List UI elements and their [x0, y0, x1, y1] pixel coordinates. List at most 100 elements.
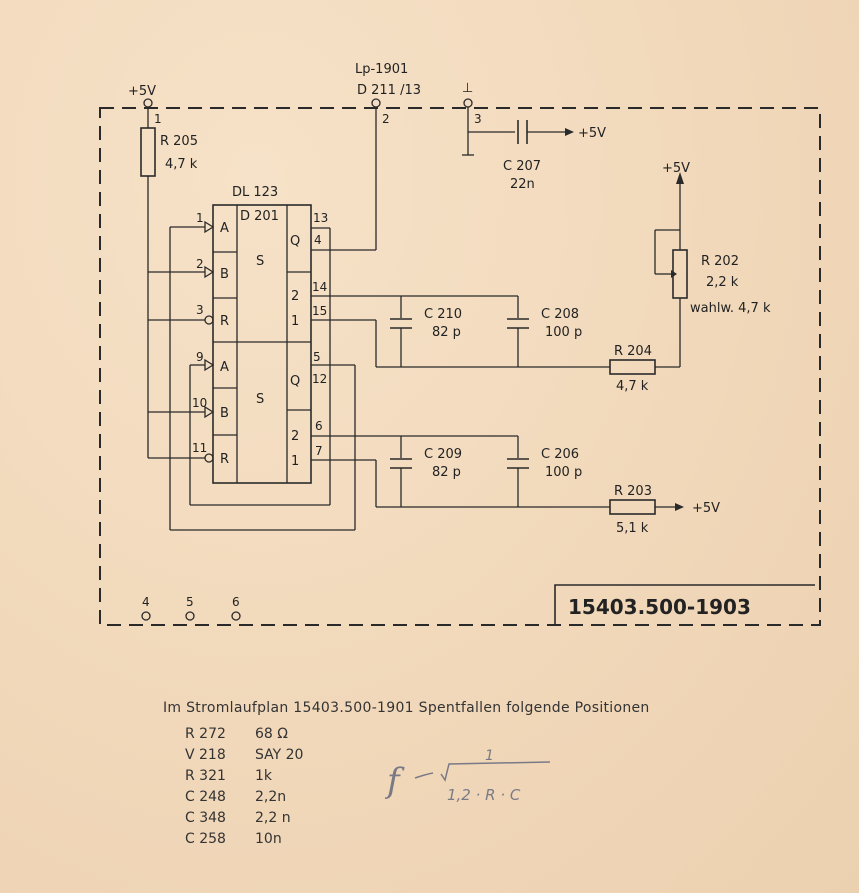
label-pin-6: 6 [315, 419, 323, 433]
item-value: 2,2 n [255, 810, 291, 826]
item-ref: C 248 [185, 789, 226, 805]
list-item: R 272 68 Ω [185, 726, 288, 746]
label-d211: D 211 /13 [357, 83, 421, 98]
label-pin-5: 5 [313, 350, 321, 364]
item-ref: R 272 [185, 726, 226, 742]
ic-d201 [212, 204, 312, 484]
list-item: C 248 2,2n [185, 789, 286, 809]
label-pin5-bottom: 5 [186, 595, 194, 609]
r203-resistor [609, 499, 656, 515]
handwritten-formula: f 1 1,2 · R · C [385, 748, 551, 804]
terminal-lp1901 [371, 98, 381, 108]
label-a-bottom: A [220, 360, 229, 375]
label-c206-value: 100 p [545, 465, 582, 480]
label-b-top: B [220, 267, 229, 282]
label-r202: R 202 [701, 254, 739, 269]
label-c207-value: 22n [510, 177, 535, 192]
label-lp1901: Lp-1901 [355, 62, 408, 77]
label-pin-11: 11 [192, 441, 207, 455]
label-box1-top: 1 [291, 314, 299, 329]
label-r203: R 203 [614, 484, 652, 499]
label-a-top: A [220, 221, 229, 236]
label-ground: ⊥ [462, 81, 473, 96]
label-c209: C 209 [424, 447, 462, 462]
item-ref: C 348 [185, 810, 226, 826]
label-r202-alternative: wahlw. 4,7 k [690, 301, 771, 316]
terminal-4 [141, 611, 151, 621]
label-pin3-top: 3 [474, 112, 482, 126]
list-item: C 258 10n [185, 831, 282, 851]
label-s-top: S [256, 254, 264, 269]
list-item: V 218 SAY 20 [185, 747, 303, 767]
label-vcc-c207: +5V [578, 126, 606, 141]
label-vcc-r202: +5V [662, 161, 690, 176]
label-pin-9: 9 [196, 350, 204, 364]
label-box2-top: 2 [291, 289, 299, 304]
label-r204: R 204 [614, 344, 652, 359]
label-box1-bottom: 1 [291, 454, 299, 469]
title-block [554, 584, 815, 625]
item-ref: C 258 [185, 831, 226, 847]
label-r204-value: 4,7 k [616, 379, 649, 394]
terminal-vcc-left [143, 98, 153, 108]
terminal-6 [231, 611, 241, 621]
label-vcc-r203: +5V [692, 501, 720, 516]
label-r202-value: 2,2 k [706, 275, 739, 290]
label-pin-2: 2 [196, 257, 204, 271]
terminal-ground [463, 98, 473, 108]
item-ref: V 218 [185, 747, 226, 763]
formula-numerator: 1 [485, 748, 494, 764]
label-c209-value: 82 p [432, 465, 461, 480]
label-r-top: R [220, 314, 229, 329]
label-pin1-top: 1 [154, 112, 162, 126]
label-r-bottom: R [220, 452, 229, 467]
drawing-number: 15403.500-1903 [568, 595, 751, 619]
label-c206: C 206 [541, 447, 579, 462]
label-r205-value: 4,7 k [165, 157, 198, 172]
item-value: 2,2n [255, 789, 287, 805]
label-pin6-bottom: 6 [232, 595, 240, 609]
label-r205: R 205 [160, 134, 198, 149]
list-item: C 348 2,2 n [185, 810, 291, 830]
label-pin2-top: 2 [382, 112, 390, 126]
label-pin-3: 3 [196, 303, 204, 317]
label-pin4-bottom: 4 [142, 595, 150, 609]
r205-resistor [140, 127, 156, 177]
label-d201: D 201 [240, 209, 279, 224]
label-dl123: DL 123 [232, 185, 278, 200]
r204-resistor [609, 359, 656, 375]
item-ref: R 321 [185, 768, 226, 784]
formula-denominator: 1,2 · R · C [447, 786, 521, 804]
label-pin-13: 13 [313, 211, 328, 225]
label-box2-bottom: 2 [291, 429, 299, 444]
label-q-bottom: Q [290, 374, 300, 389]
formula-lhs: f [385, 761, 405, 801]
label-c208-value: 100 p [545, 325, 582, 340]
item-value: 1k [255, 768, 273, 784]
label-pin-4: 4 [314, 233, 322, 247]
module-border [99, 107, 821, 626]
label-pin-14: 14 [312, 280, 327, 294]
label-pin-1: 1 [196, 211, 204, 225]
terminal-5 [185, 611, 195, 621]
label-b-bottom: B [220, 406, 229, 421]
label-pin-10: 10 [192, 396, 207, 410]
label-c207: C 207 [503, 159, 541, 174]
label-c210: C 210 [424, 307, 462, 322]
label-r203-value: 5,1 k [616, 521, 649, 536]
label-c208: C 208 [541, 307, 579, 322]
list-item: R 321 1k [185, 768, 272, 788]
label-q-top: Q [290, 234, 300, 249]
item-value: SAY 20 [255, 747, 304, 763]
label-vcc-left: +5V [128, 84, 156, 99]
label-c210-value: 82 p [432, 325, 461, 340]
item-value: 68 Ω [255, 726, 288, 742]
item-value: 10n [255, 831, 282, 847]
label-pin-7: 7 [315, 444, 323, 458]
notes-title: Im Stromlaufplan 15403.500-1901 Spentfal… [163, 700, 650, 716]
label-pin-12: 12 [312, 372, 327, 386]
label-pin-15: 15 [312, 304, 327, 318]
label-s-bottom: S [256, 392, 264, 407]
